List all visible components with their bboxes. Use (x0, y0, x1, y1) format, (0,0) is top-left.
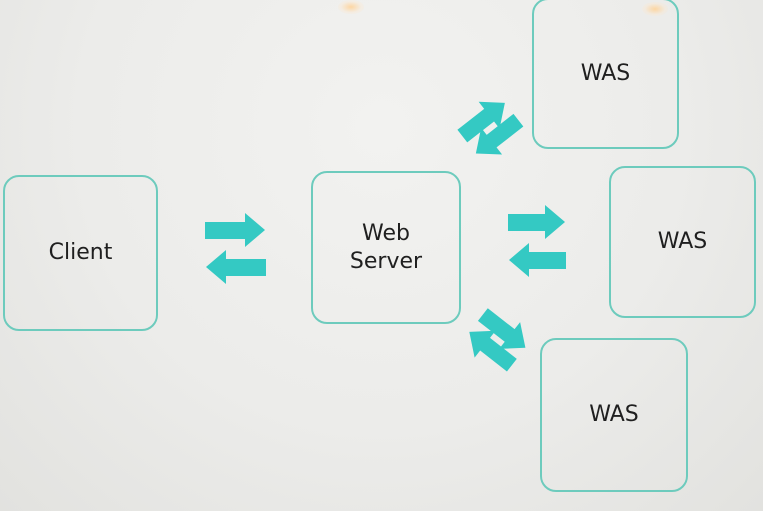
was-top-label: WAS (580, 60, 631, 86)
arrow-was-top-to-webserver (475, 113, 524, 155)
arrow-client-to-webserver (205, 213, 265, 247)
web-server-label-line2: Server (349, 248, 423, 274)
was-box-top: WAS (532, 0, 679, 149)
arrow-webserver-to-was-middle (508, 205, 565, 239)
arrow-webserver-to-was-top (457, 101, 505, 143)
ceiling-light-glare-left (338, 0, 364, 14)
client-box: Client (3, 175, 158, 331)
was-box-middle: WAS (609, 166, 756, 318)
arrow-webserver-to-client (206, 250, 266, 284)
ceiling-light-glare-right (642, 2, 668, 16)
web-server-box: Web Server (311, 171, 461, 324)
arrow-was-middle-to-webserver (509, 243, 566, 277)
arrow-webserver-to-was-bottom (477, 308, 526, 349)
was-middle-label: WAS (657, 229, 708, 254)
was-bottom-label: WAS (589, 402, 639, 427)
client-label: Client (48, 240, 113, 265)
was-box-bottom: WAS (540, 338, 688, 492)
web-server-label-line1: Web (362, 220, 410, 246)
arrow-was-bottom-to-webserver (469, 330, 517, 372)
